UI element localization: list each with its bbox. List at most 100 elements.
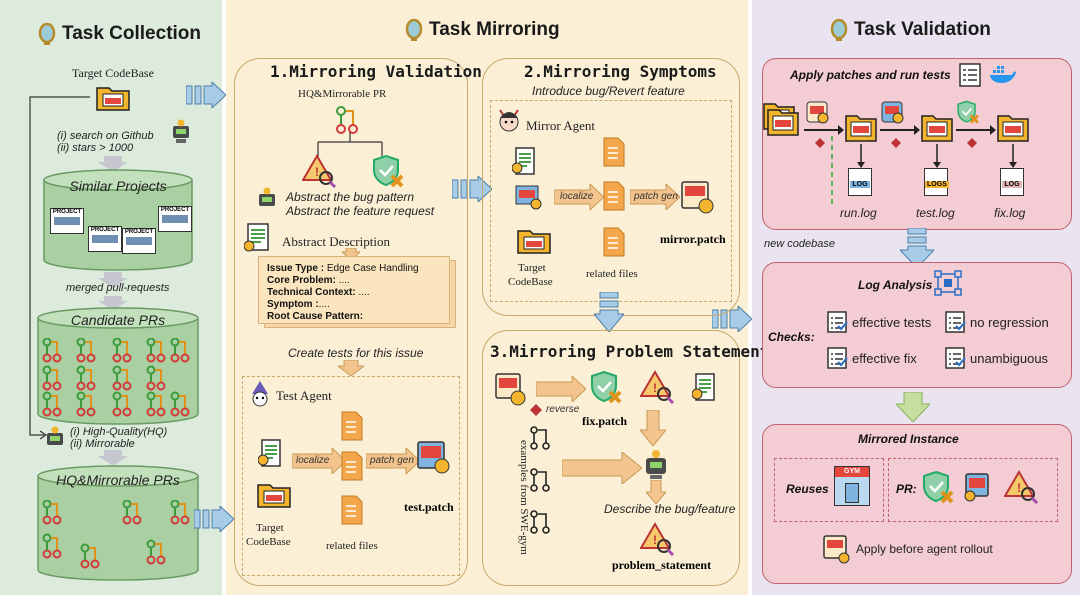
mirrored-instance-box bbox=[762, 424, 1072, 584]
green-down-arrow bbox=[896, 392, 930, 422]
mirroring-title: Task Mirroring bbox=[405, 18, 560, 42]
down-arrow-tan bbox=[640, 410, 666, 446]
report-icon bbox=[512, 147, 535, 175]
file-stack bbox=[602, 136, 626, 262]
mirror-patch-icon bbox=[495, 373, 526, 406]
checklist-icon bbox=[827, 347, 848, 369]
log-analysis-box bbox=[762, 262, 1072, 388]
codebase-label: CodeBase bbox=[508, 276, 553, 288]
bug-warning-icon: ! bbox=[640, 370, 674, 404]
pr-box bbox=[888, 458, 1058, 522]
reverse-label: reverse bbox=[546, 404, 580, 415]
description-card: Issue Type : Edge Case Handling Core Pro… bbox=[258, 256, 450, 324]
problem-statement-box bbox=[482, 330, 740, 586]
agent-icon bbox=[806, 101, 829, 124]
shield-fix-icon bbox=[591, 370, 622, 404]
mirror-patch-label: mirror.patch bbox=[660, 232, 726, 246]
report-icon bbox=[692, 373, 715, 401]
reverse-arrow bbox=[536, 376, 586, 402]
target-label: Target bbox=[518, 262, 546, 274]
test-log-label: test.log bbox=[916, 206, 955, 220]
mirror-agent-icon bbox=[499, 109, 519, 132]
localize-label: localize bbox=[296, 455, 330, 466]
robot-icon bbox=[173, 119, 189, 143]
down-arrow bbox=[98, 450, 128, 466]
test-patch-icon bbox=[417, 441, 450, 474]
pr-icon-grid bbox=[42, 500, 190, 569]
run-log-label: run.log bbox=[840, 206, 877, 220]
localize-label: localize bbox=[560, 191, 594, 202]
down-arrow bbox=[98, 156, 128, 172]
mirrored-instance-label: Mirrored Instance bbox=[858, 432, 959, 446]
log-analysis-label: Log Analysis bbox=[858, 278, 933, 292]
examples-label: examples from SWE-gym bbox=[518, 440, 530, 555]
test-patch-label: test.patch bbox=[404, 500, 454, 514]
run-log-icon: LOG bbox=[848, 168, 872, 196]
search-github: (i) search on Github bbox=[57, 130, 154, 142]
down-arrow bbox=[98, 272, 128, 288]
shield-fix-icon bbox=[923, 470, 954, 504]
pr-label: PR: bbox=[896, 482, 917, 496]
connector-line bbox=[29, 96, 90, 440]
fix-patch-label: fix.patch bbox=[582, 414, 627, 428]
project-cards: PROJECT PROJECT PROJECT PROJECT bbox=[50, 204, 192, 264]
merged-prs-label: merged pull-requests bbox=[66, 282, 170, 294]
blue-down-arrow bbox=[594, 292, 624, 332]
search-stars: (ii) stars > 1000 bbox=[57, 142, 134, 154]
describe-label: Describe the bug/feature bbox=[604, 502, 736, 516]
pr-icon-grid bbox=[42, 338, 190, 417]
bug-warning-icon: ! bbox=[302, 154, 336, 188]
test-agent-box bbox=[242, 376, 460, 576]
down-arrow-tan bbox=[646, 480, 666, 504]
network-icon bbox=[934, 270, 962, 296]
folder-icon bbox=[517, 230, 551, 254]
project-icon bbox=[515, 185, 542, 210]
candidate-prs-label: Candidate PRs bbox=[70, 312, 166, 328]
patch-gen-label: patch gen bbox=[634, 191, 678, 202]
mirroring-symptoms-title: 2.Mirroring Symptoms bbox=[524, 62, 717, 81]
project-card: PROJECT bbox=[88, 226, 122, 252]
report-icon bbox=[244, 223, 269, 252]
reuses-label: Reuses bbox=[786, 482, 829, 496]
mirror-agent-label: Mirror Agent bbox=[526, 118, 595, 133]
new-codebase-label: new codebase bbox=[764, 238, 835, 250]
wizard-icon bbox=[252, 381, 268, 407]
abstract-bug: Abstract the bug pattern bbox=[286, 190, 415, 204]
robot-icon bbox=[646, 450, 666, 479]
svg-text:!: ! bbox=[653, 533, 657, 547]
blue-arrow bbox=[194, 506, 234, 532]
project-card: PROJECT bbox=[50, 208, 84, 234]
introduce-label: Introduce bug/Revert feature bbox=[532, 84, 685, 98]
collection-title: Task Collection bbox=[38, 22, 201, 46]
patch-flow bbox=[763, 103, 1029, 206]
problem-statement-icon: ! bbox=[1004, 470, 1038, 504]
file-stack bbox=[340, 410, 364, 528]
svg-text:!: ! bbox=[1017, 481, 1021, 495]
validation-title: Task Validation bbox=[830, 18, 991, 42]
down-arrow-tan bbox=[338, 360, 364, 376]
test-log-icon: LOGS bbox=[924, 168, 949, 196]
fix-log-icon: LOG bbox=[1000, 168, 1024, 196]
mirroring-validation-box bbox=[234, 58, 468, 586]
abstract-feature: Abstract the feature request bbox=[286, 204, 435, 218]
filter-hq: (i) High-Quality(HQ) bbox=[70, 426, 168, 438]
problem-statement-icon: ! bbox=[640, 522, 674, 556]
checks-label: Checks: bbox=[768, 330, 815, 344]
check-item: unambiguous bbox=[944, 346, 1048, 370]
project-card: PROJECT bbox=[122, 228, 156, 254]
patch-gen-label: patch gen bbox=[370, 455, 414, 466]
report-icon bbox=[258, 439, 281, 467]
checklist-icon bbox=[945, 347, 966, 369]
checklist-icon bbox=[827, 311, 848, 333]
svg-text:!: ! bbox=[315, 165, 319, 179]
robot-icon bbox=[47, 426, 63, 445]
test-agent-label: Test Agent bbox=[276, 388, 332, 403]
target-codebase-label: Target CodeBase bbox=[72, 66, 154, 80]
branch-lines bbox=[317, 132, 383, 158]
git-branch-icons bbox=[530, 426, 550, 534]
hq-prs-cylinder bbox=[37, 465, 199, 581]
reuses-box bbox=[774, 458, 884, 522]
pr-icon bbox=[336, 106, 358, 134]
mirroring-validation-title: 1.Mirroring Validation bbox=[270, 62, 482, 81]
patch-gen-arrow bbox=[366, 448, 420, 474]
